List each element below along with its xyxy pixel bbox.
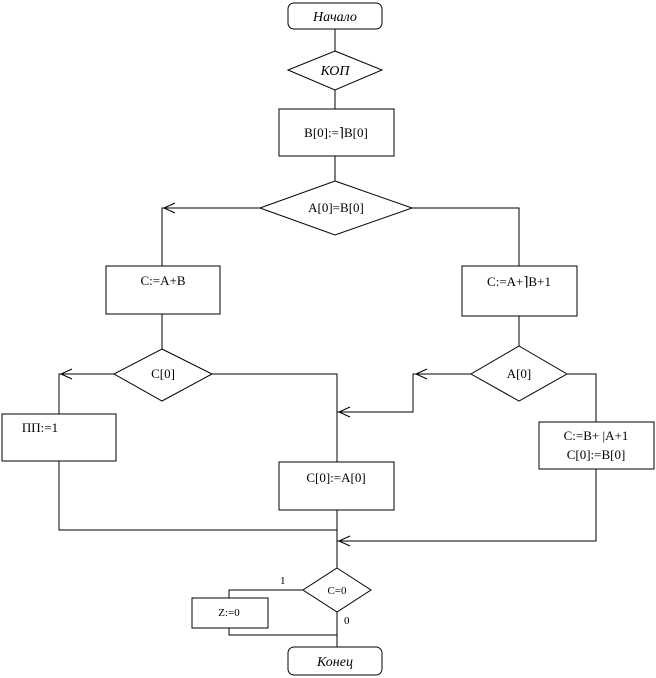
arrowhead-left-check-a0 (414, 368, 428, 380)
kop-label: КОП (320, 64, 351, 79)
end-terminator: Конец (287, 646, 383, 676)
kop-decision: КОП (286, 50, 384, 91)
sign-compare-decision: A[0]=B[0] (258, 180, 414, 236)
overflow-label: ПП:=1 (22, 420, 58, 435)
set-z-process: Z:=0 (191, 597, 269, 629)
sign-compare-label: A[0]=B[0] (308, 200, 364, 215)
start-label: Начало (312, 10, 357, 25)
add-label: C:=A+B (140, 273, 185, 288)
overflow-process: ПП:=1 (1, 413, 117, 462)
check-zero-decision: C=0 (302, 567, 372, 613)
assign-sign-label: C[0]:=A[0] (306, 470, 365, 485)
connectors (58, 29, 597, 647)
start-terminator: Начало (287, 2, 383, 30)
assign-sign-process: C[0]:=A[0] (278, 461, 395, 511)
arrowheads (59, 202, 428, 547)
arrowhead-left-merge-a0 (337, 406, 351, 418)
add-complement-process: C:=A+⌉B+1 (461, 265, 578, 317)
invert-b-label: B[0]:=⌉B[0] (304, 125, 368, 140)
set-z-label: Z:=0 (218, 607, 240, 619)
arrowhead-left-sign-compare (162, 202, 176, 214)
branch-0-label: 0 (344, 615, 350, 627)
add-complement-label: C:=A+⌉B+1 (487, 274, 551, 289)
add-process: C:=A+B (105, 265, 221, 315)
recompute-label-1: C:=B+ |A+1 (564, 428, 629, 443)
branch-1-label: 1 (280, 575, 286, 587)
check-a0-decision: A[0] (469, 345, 569, 402)
check-c0-decision: C[0] (112, 348, 214, 402)
end-label: Конец (316, 655, 353, 670)
check-a0-label: A[0] (507, 366, 532, 381)
check-zero-label: C=0 (327, 585, 347, 597)
check-c0-label: C[0] (151, 366, 175, 381)
arrowhead-left-merge-bottom (337, 535, 351, 547)
arrowhead-left-check-c0 (59, 368, 73, 380)
recompute-label-2: C[0]:=B[0] (567, 447, 626, 462)
recompute-process: C:=B+ |A+1 C[0]:=B[0] (538, 421, 655, 470)
invert-b-process: B[0]:=⌉B[0] (278, 108, 395, 157)
